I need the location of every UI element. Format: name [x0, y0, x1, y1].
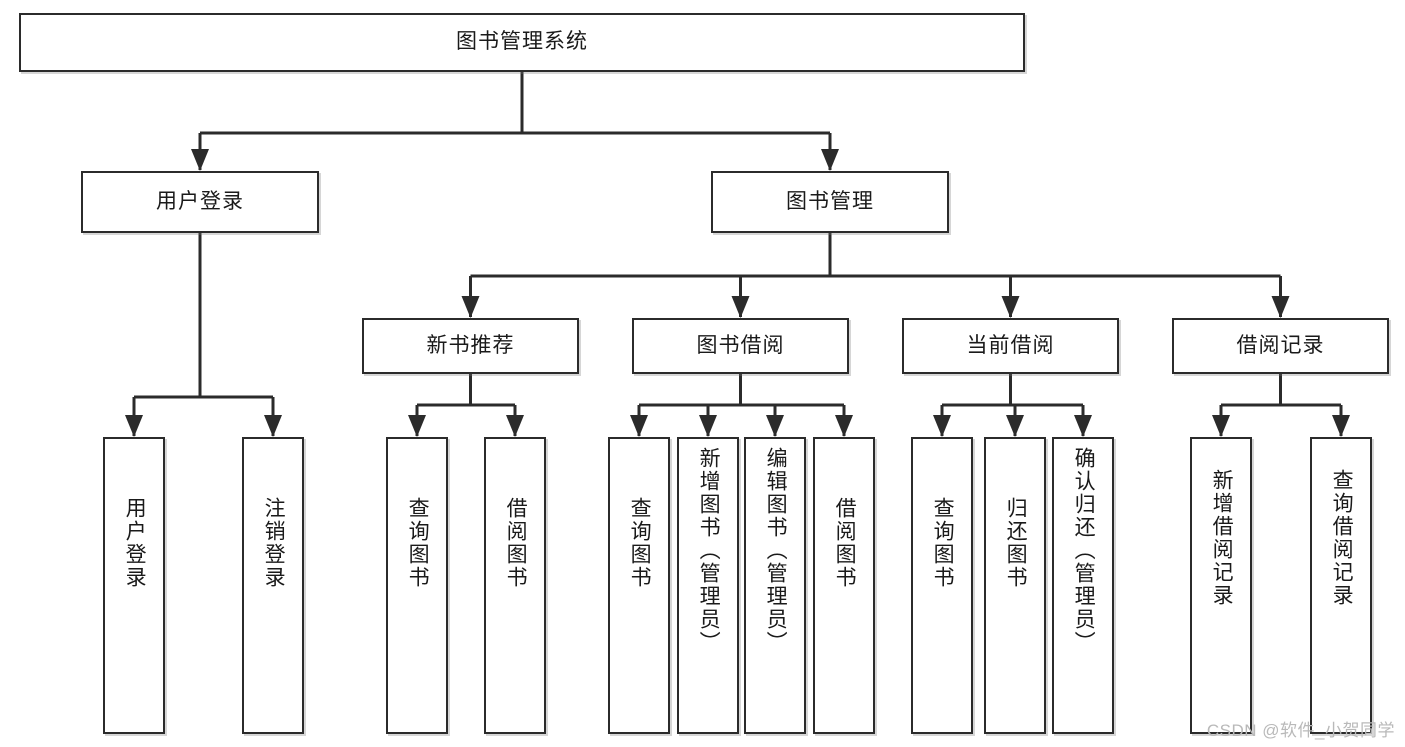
node-user-login[interactable]: 用户登录: [81, 171, 319, 233]
node-leaf-query-book-cur[interactable]: 查询图书: [911, 437, 973, 734]
node-leaf-return-book[interactable]: 归还图书: [984, 437, 1046, 734]
node-label: 新书推荐: [426, 333, 515, 357]
connector-arrowhead: [630, 415, 648, 437]
node-label: 确认归还（管理员）: [1072, 447, 1096, 654]
node-leaf-query-record[interactable]: 查询借阅记录: [1310, 437, 1372, 734]
connector-arrowhead: [506, 415, 524, 437]
node-label: 查询图书: [406, 497, 430, 589]
connector-arrowhead: [835, 415, 853, 437]
node-leaf-logout[interactable]: 注销登录: [242, 437, 304, 734]
connector-arrowhead: [821, 149, 839, 171]
node-label: 注销登录: [262, 497, 286, 589]
node-label: 借阅图书: [504, 497, 528, 589]
node-leaf-user-login[interactable]: 用户登录: [103, 437, 165, 734]
node-label: 查询借阅记录: [1330, 469, 1354, 607]
connector-arrowhead: [191, 149, 209, 171]
node-leaf-borrow-book-brw[interactable]: 借阅图书: [813, 437, 875, 734]
connector-arrowhead: [408, 415, 426, 437]
node-label: 图书管理系统: [456, 30, 588, 54]
connector-arrowhead: [731, 296, 750, 318]
connector-arrowhead: [766, 415, 784, 437]
node-label: 借阅记录: [1236, 333, 1325, 357]
node-label: 查询图书: [628, 497, 652, 589]
node-leaf-confirm-return[interactable]: 确认归还（管理员）: [1052, 437, 1114, 734]
node-label: 当前借阅: [966, 333, 1055, 357]
node-label: 新增借阅记录: [1210, 469, 1234, 607]
node-book-borrow[interactable]: 图书借阅: [632, 318, 849, 374]
node-label: 新增图书（管理员）: [697, 447, 721, 654]
node-leaf-query-book-brw[interactable]: 查询图书: [608, 437, 670, 734]
node-leaf-add-book[interactable]: 新增图书（管理员）: [677, 437, 739, 734]
connector-arrowhead: [264, 415, 282, 437]
connector-arrowhead: [1074, 415, 1092, 437]
node-label: 查询图书: [931, 497, 955, 589]
node-leaf-borrow-book-rec[interactable]: 借阅图书: [484, 437, 546, 734]
connector-arrowhead: [1006, 415, 1024, 437]
connector-arrowhead: [461, 296, 480, 318]
node-label: 归还图书: [1004, 497, 1028, 589]
node-label: 用户登录: [156, 189, 244, 213]
connector-arrowhead: [1271, 296, 1290, 318]
node-leaf-add-record[interactable]: 新增借阅记录: [1190, 437, 1252, 734]
node-label: 借阅图书: [833, 497, 857, 589]
connector-arrowhead: [125, 415, 143, 437]
node-leaf-edit-book[interactable]: 编辑图书（管理员）: [744, 437, 806, 734]
node-label: 用户登录: [123, 497, 147, 589]
connector-arrowhead: [1332, 415, 1350, 437]
node-borrow-record[interactable]: 借阅记录: [1172, 318, 1389, 374]
node-root[interactable]: 图书管理系统: [19, 13, 1025, 72]
node-current-borrow[interactable]: 当前借阅: [902, 318, 1119, 374]
node-new-book-recommend[interactable]: 新书推荐: [362, 318, 579, 374]
node-leaf-query-book-rec[interactable]: 查询图书: [386, 437, 448, 734]
connector-arrowhead: [1212, 415, 1230, 437]
node-label: 编辑图书（管理员）: [764, 447, 788, 654]
node-book-manage[interactable]: 图书管理: [711, 171, 949, 233]
connector-arrowhead: [699, 415, 717, 437]
node-label: 图书借阅: [696, 333, 785, 357]
connector-arrowhead: [1001, 296, 1020, 318]
node-label: 图书管理: [786, 189, 874, 213]
connector-arrowhead: [933, 415, 951, 437]
